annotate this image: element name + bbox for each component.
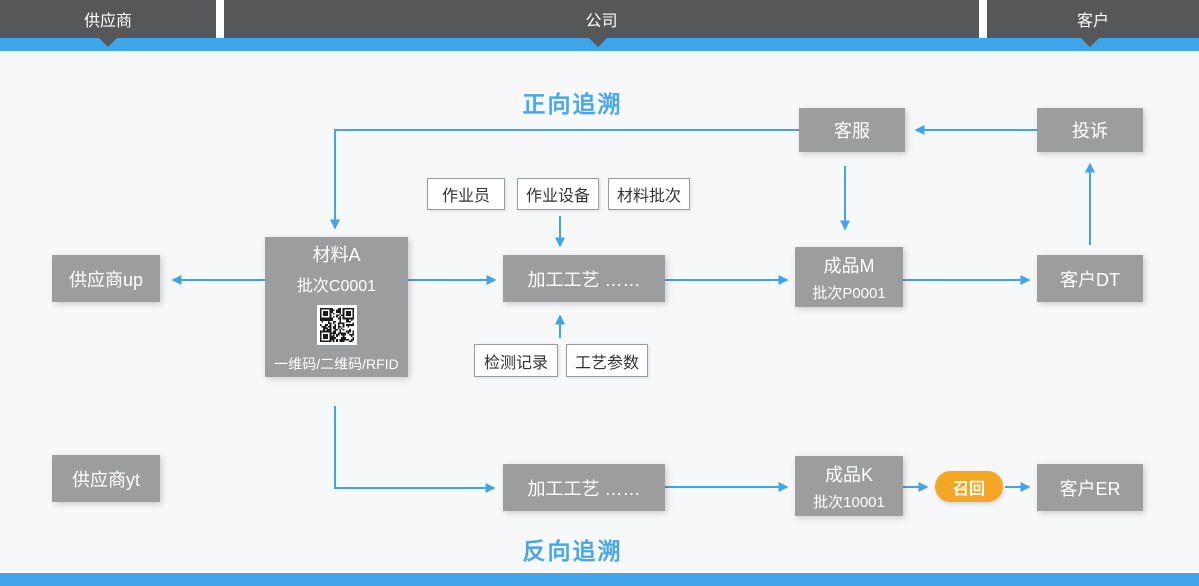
tag-equipment: 作业设备 xyxy=(517,178,599,210)
node-process-1: 加工工艺 …… xyxy=(503,255,665,302)
node-recall: 召回 xyxy=(935,471,1003,502)
lane-label-company: 公司 xyxy=(585,13,618,30)
node-recall-label: 召回 xyxy=(952,480,985,498)
tag-process-parameters-label: 工艺参数 xyxy=(574,354,639,372)
material-a-batch: 批次C0001 xyxy=(296,277,377,295)
tag-material-batch-label: 材料批次 xyxy=(616,188,681,205)
lane-header-customer: 客户 xyxy=(987,0,1199,38)
product-m-batch: 批次P0001 xyxy=(812,284,886,302)
node-process-2-label: 加工工艺 …… xyxy=(527,478,641,499)
arrow-material-a-to-process-2 xyxy=(334,406,496,493)
tag-operator: 作业员 xyxy=(427,178,505,210)
lane-label-customer: 客户 xyxy=(1076,13,1109,30)
qr-code-icon xyxy=(316,304,357,345)
tag-inspection-record-label: 检测记录 xyxy=(483,354,548,372)
backward-trace-title: 反向追溯 xyxy=(522,538,623,564)
node-complaint-label: 投诉 xyxy=(1072,121,1108,141)
tag-inspection-record: 检测记录 xyxy=(474,344,558,377)
node-supplier-yt: 供应商yt xyxy=(52,455,160,502)
material-a-code-caption: 一维码/二维码/RFID xyxy=(274,355,399,372)
tag-material-batch: 材料批次 xyxy=(608,178,690,210)
node-product-k: 成品K 批次10001 xyxy=(795,456,903,516)
node-supplier-up: 供应商up xyxy=(52,255,160,302)
product-k-title: 成品K xyxy=(824,464,873,485)
lane-header-supplier: 供应商 xyxy=(0,0,216,38)
lane-pointer-company xyxy=(589,38,607,47)
node-customer-service: 客服 xyxy=(799,108,905,152)
lane-label-supplier: 供应商 xyxy=(83,13,132,30)
node-customer-er: 客户ER xyxy=(1037,464,1143,511)
node-complaint: 投诉 xyxy=(1037,108,1143,152)
node-supplier-up-label: 供应商up xyxy=(68,269,144,290)
node-material-a: 材料A 批次C0001 一维码/二维码/RFID xyxy=(265,237,408,377)
lane-pointer-customer xyxy=(1081,38,1099,47)
node-process-1-label: 加工工艺 …… xyxy=(527,269,641,290)
node-supplier-yt-label: 供应商yt xyxy=(71,469,140,490)
node-customer-dt-label: 客户DT xyxy=(1060,269,1120,290)
lane-header-company: 公司 xyxy=(224,0,979,38)
tag-equipment-label: 作业设备 xyxy=(525,188,590,205)
node-customer-dt: 客户DT xyxy=(1037,255,1143,302)
product-k-batch: 批次10001 xyxy=(813,493,885,511)
bottom-accent-bar xyxy=(0,573,1199,586)
node-customer-er-label: 客户ER xyxy=(1059,478,1121,499)
lane-pointer-supplier xyxy=(99,38,117,47)
forward-trace-title: 正向追溯 xyxy=(522,91,623,117)
tag-operator-label: 作业员 xyxy=(441,188,490,205)
tag-process-parameters: 工艺参数 xyxy=(566,344,648,377)
node-customer-service-label: 客服 xyxy=(834,121,870,141)
node-product-m: 成品M 批次P0001 xyxy=(795,247,903,307)
node-process-2: 加工工艺 …… xyxy=(503,464,665,511)
product-m-title: 成品M xyxy=(823,255,875,276)
material-a-title: 材料A xyxy=(312,244,361,265)
